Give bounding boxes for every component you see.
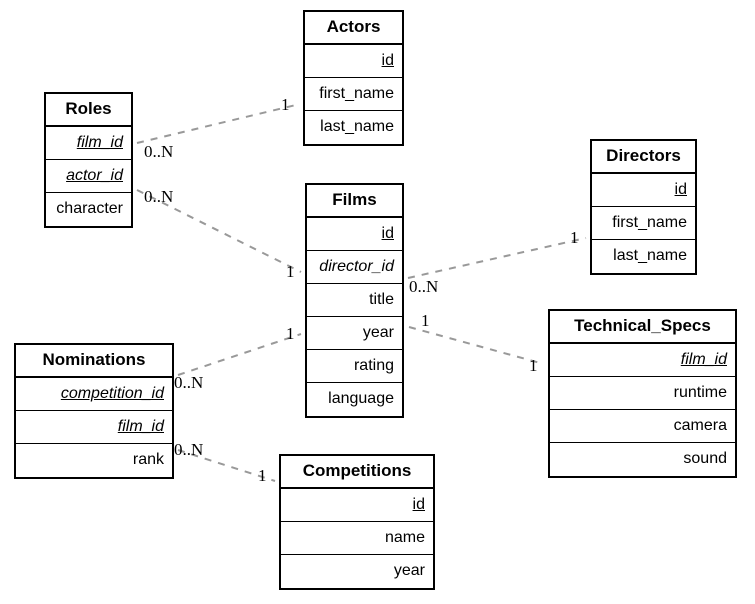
relationship-line-films-technical_specs: [408, 326, 545, 365]
relationship-line-nominations-competitions: [177, 449, 276, 482]
attribute-label: rank: [132, 451, 164, 468]
attribute-label: sound: [683, 450, 727, 467]
attribute-actors-id[interactable]: id: [305, 45, 402, 78]
attribute-label: film_id: [680, 351, 727, 368]
entity-actors[interactable]: Actors id first_name last_name: [303, 10, 404, 146]
cardinality-nominations-films-from: 0..N: [174, 373, 204, 392]
attribute-nominations-film_id[interactable]: film_id: [16, 411, 172, 444]
attribute-label: runtime: [673, 384, 727, 401]
attribute-label: id: [674, 181, 687, 198]
attribute-roles-film_id[interactable]: film_id: [46, 127, 131, 160]
attribute-label: character: [56, 200, 123, 217]
attribute-label: actor_id: [66, 167, 123, 184]
attribute-directors-id[interactable]: id: [592, 174, 695, 207]
attribute-nominations-competition_id[interactable]: competition_id: [16, 378, 172, 411]
attribute-label: film_id: [117, 418, 164, 435]
cardinality-roles-actors-to: 1: [281, 95, 290, 114]
cardinality-roles-films-to: 1: [286, 262, 295, 281]
attribute-films-id[interactable]: id: [307, 218, 402, 251]
relationship-line-films-directors: [407, 237, 587, 279]
attribute-label: last_name: [320, 118, 394, 135]
relationship-line-roles-films: [136, 189, 302, 273]
entity-directors[interactable]: Directors id first_name last_name: [590, 139, 697, 275]
attribute-label: film_id: [76, 134, 123, 151]
attribute-films-year[interactable]: year: [307, 317, 402, 350]
entity-roles[interactable]: Roles film_id actor_id character: [44, 92, 133, 228]
attribute-technical_specs-sound[interactable]: sound: [550, 443, 735, 476]
cardinality-nominations-competitions-to: 1: [258, 466, 267, 485]
attribute-label: year: [362, 324, 394, 341]
cardinality-films-directors-to: 1: [570, 228, 579, 247]
attribute-label: first_name: [612, 214, 687, 231]
attribute-films-language[interactable]: language: [307, 383, 402, 416]
attribute-label: language: [328, 390, 394, 407]
attribute-label: competition_id: [60, 385, 164, 402]
attribute-competitions-name[interactable]: name: [281, 522, 433, 555]
attribute-films-title[interactable]: title: [307, 284, 402, 317]
cardinality-roles-actors-from: 0..N: [144, 142, 174, 161]
relationship-line-nominations-films: [177, 333, 302, 376]
attribute-label: id: [412, 496, 425, 513]
attribute-label: id: [381, 225, 394, 242]
attribute-roles-character[interactable]: character: [46, 193, 131, 226]
attribute-directors-first_name[interactable]: first_name: [592, 207, 695, 240]
attribute-label: camera: [673, 417, 727, 434]
attribute-films-director_id[interactable]: director_id: [307, 251, 402, 284]
cardinality-nominations-films-to: 1: [286, 324, 295, 343]
attribute-films-rating[interactable]: rating: [307, 350, 402, 383]
attribute-label: last_name: [613, 247, 687, 264]
attribute-label: rating: [353, 357, 394, 374]
entity-competitions[interactable]: Competitions id name year: [279, 454, 435, 590]
cardinality-roles-films-from: 0..N: [144, 187, 174, 206]
attribute-label: first_name: [319, 85, 394, 102]
cardinality-films-directors-from: 0..N: [409, 277, 439, 296]
entity-title-directors: Directors: [592, 141, 695, 174]
entity-title-films: Films: [307, 185, 402, 218]
attribute-technical_specs-film_id[interactable]: film_id: [550, 344, 735, 377]
attribute-actors-last_name[interactable]: last_name: [305, 111, 402, 144]
attribute-directors-last_name[interactable]: last_name: [592, 240, 695, 273]
cardinality-films-technical_specs-to: 1: [529, 356, 538, 375]
attribute-roles-actor_id[interactable]: actor_id: [46, 160, 131, 193]
attribute-label: year: [393, 562, 425, 579]
attribute-label: title: [369, 291, 394, 308]
attribute-label: director_id: [319, 258, 394, 275]
attribute-nominations-rank[interactable]: rank: [16, 444, 172, 477]
attribute-label: id: [381, 52, 394, 69]
entity-title-roles: Roles: [46, 94, 131, 127]
attribute-competitions-year[interactable]: year: [281, 555, 433, 588]
cardinality-films-technical_specs-from: 1: [421, 311, 430, 330]
attribute-competitions-id[interactable]: id: [281, 489, 433, 522]
attribute-actors-first_name[interactable]: first_name: [305, 78, 402, 111]
attribute-technical_specs-runtime[interactable]: runtime: [550, 377, 735, 410]
entity-title-actors: Actors: [305, 12, 402, 45]
relationship-line-roles-actors: [136, 103, 301, 144]
attribute-technical_specs-camera[interactable]: camera: [550, 410, 735, 443]
attribute-label: name: [384, 529, 425, 546]
entity-title-competitions: Competitions: [281, 456, 433, 489]
entity-title-nominations: Nominations: [16, 345, 172, 378]
cardinality-nominations-competitions-from: 0..N: [174, 440, 204, 459]
entity-title-technical_specs: Technical_Specs: [550, 311, 735, 344]
